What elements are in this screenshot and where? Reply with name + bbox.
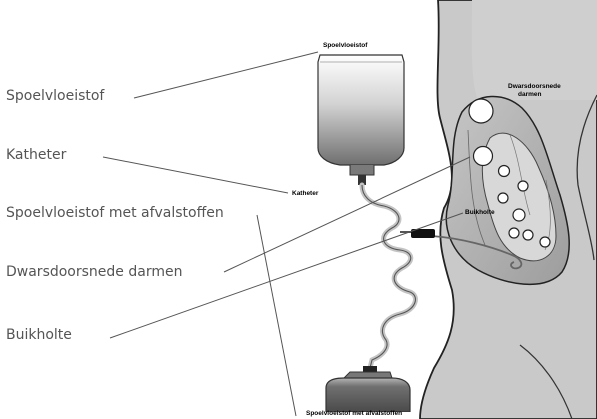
- figure-label-rinse-fluid-waste: Spoelvloeistof met afvalstoffen: [306, 410, 402, 417]
- label-catheter: Katheter: [6, 147, 66, 163]
- figure-label-rinse-fluid: Spoelvloeistof: [323, 42, 367, 49]
- figure-label-catheter: Katheter: [292, 190, 318, 197]
- label-intestine-cross-section: Dwarsdoorsnede darmen: [6, 264, 182, 280]
- figure-label-abdominal-cavity: Buikholte: [465, 209, 495, 216]
- figure-label-intestine-line1: Dwarsdoorsnede: [508, 83, 561, 90]
- label-rinse-fluid-waste: Spoelvloeistof met afvalstoffen: [6, 205, 224, 221]
- top-fluid-bag: [318, 55, 404, 185]
- label-rinse-fluid: Spoelvloeistof: [6, 88, 104, 104]
- label-abdominal-cavity: Buikholte: [6, 327, 72, 343]
- bottom-waste-bag: [326, 366, 410, 412]
- tubing: [362, 185, 415, 368]
- figure-label-intestine-line2: darmen: [518, 91, 541, 98]
